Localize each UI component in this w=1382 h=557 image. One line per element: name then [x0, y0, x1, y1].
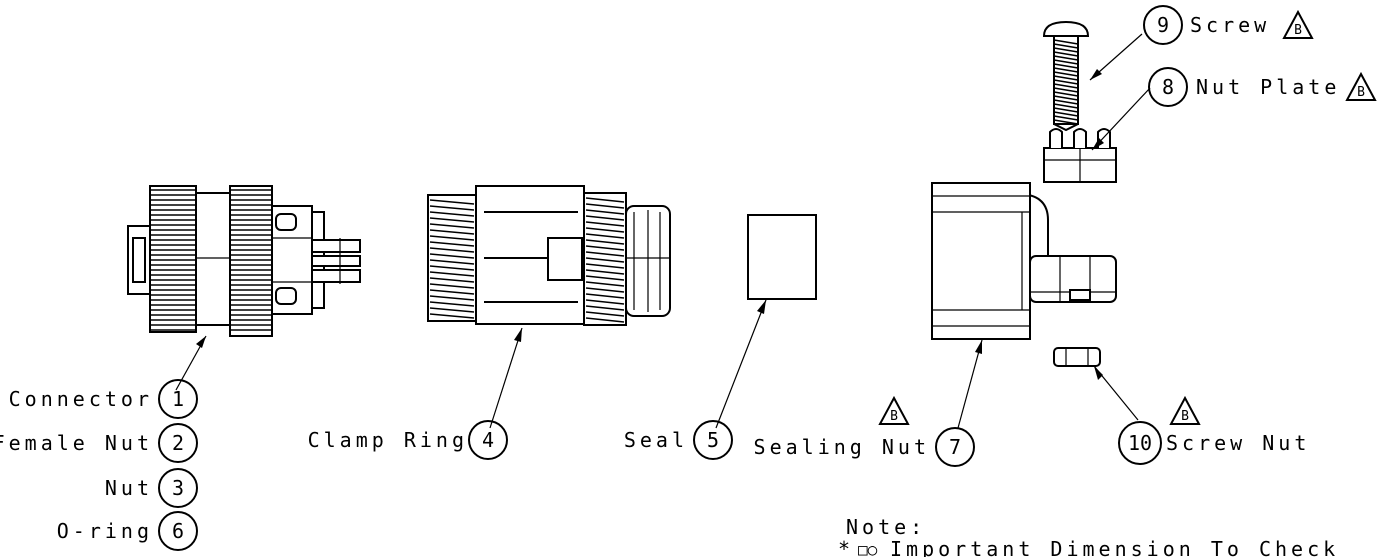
callout-circle-2 — [158, 423, 198, 463]
callout-circle-3 — [158, 468, 198, 508]
note-text: Important Dimension To Check — [890, 537, 1339, 557]
screw-nut-drawing — [1053, 347, 1101, 367]
callout-circle-7 — [935, 427, 975, 467]
nut-plate-drawing — [1043, 128, 1117, 183]
callout-number-3: 3 — [172, 476, 184, 500]
screw-label: Screw — [1190, 13, 1270, 37]
callout-circle-10 — [1118, 421, 1162, 465]
revision-b-triangle-9 — [1282, 9, 1314, 39]
callout-number-5: 5 — [707, 428, 719, 452]
screw-drawing — [1042, 20, 1090, 132]
callout-number-9: 9 — [1157, 13, 1169, 37]
seal-label: Seal — [624, 428, 688, 452]
clamp-ring-drawing — [427, 185, 671, 326]
connector-assembly-drawing — [127, 185, 361, 337]
sealing-nut-label: Sealing Nut — [754, 435, 930, 459]
screw-nut-label: Screw Nut — [1166, 431, 1310, 455]
connector-label: Connector — [9, 387, 153, 411]
note-bullet: * — [838, 537, 854, 557]
callout-number-6: 6 — [172, 519, 184, 543]
revision-b-triangle-7 — [878, 395, 910, 425]
callout-circle-9 — [1143, 5, 1183, 45]
callout-number-10: 10 — [1128, 431, 1152, 455]
callout-circle-1 — [158, 379, 198, 419]
nut-label: Nut — [105, 476, 153, 500]
callout-circle-4 — [468, 420, 508, 460]
seal-drawing — [747, 214, 817, 300]
female-nut-label: Female Nut — [0, 431, 153, 455]
revision-b-triangle-10 — [1169, 395, 1201, 425]
note-title: Note: — [846, 515, 926, 539]
callout-circle-6 — [158, 511, 198, 551]
sealing-nut-drawing — [931, 182, 1117, 340]
revision-b-triangle-8 — [1345, 71, 1377, 101]
nut-plate-label: Nut Plate — [1196, 75, 1340, 99]
callout-circle-5 — [693, 420, 733, 460]
callout-number-2: 2 — [172, 431, 184, 455]
clamp-ring-label: Clamp Ring — [308, 428, 468, 452]
callout-number-1: 1 — [172, 387, 184, 411]
callout-number-7: 7 — [949, 435, 961, 459]
note-symbol: □○ — [858, 540, 878, 557]
revision-b-letter-8: B — [1357, 85, 1365, 100]
callout-number-8: 8 — [1162, 75, 1174, 99]
revision-b-letter-10: B — [1181, 409, 1189, 424]
revision-b-letter-9: B — [1294, 23, 1302, 38]
callout-circle-8 — [1148, 67, 1188, 107]
revision-b-letter-7: B — [890, 409, 898, 424]
callout-number-4: 4 — [482, 428, 494, 452]
o-ring-label: O-ring — [57, 519, 153, 543]
